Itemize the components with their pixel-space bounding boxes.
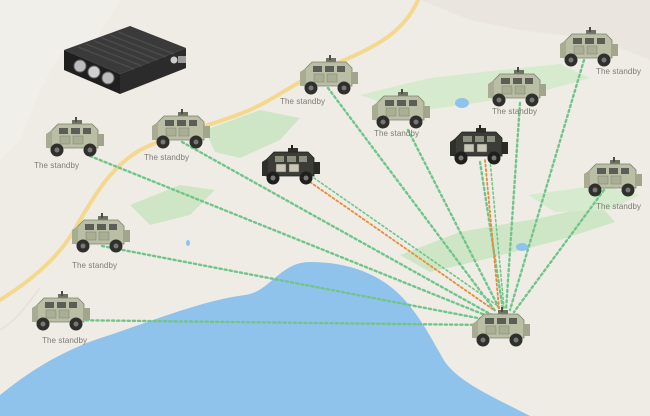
link-line [512, 188, 606, 314]
standby-label: The standby [34, 161, 80, 170]
lake [186, 240, 190, 246]
link-line [489, 159, 505, 309]
armored-vehicle-icon[interactable] [484, 66, 550, 110]
armored-vehicle-icon[interactable] [580, 156, 646, 200]
armored-vehicle-icon[interactable] [42, 116, 108, 160]
vegetation-area [528, 185, 640, 212]
standby-label: The standby [280, 97, 326, 106]
vegetation-area [205, 110, 300, 158]
link-line [504, 101, 522, 312]
link-line [313, 177, 499, 307]
active-link-lines [309, 159, 500, 311]
active-link-lines-pair [313, 159, 505, 309]
lake [516, 243, 528, 251]
link-line [326, 86, 498, 314]
land-patch [0, 0, 120, 160]
standby-label: The standby [596, 202, 642, 211]
vegetation-area [130, 185, 215, 225]
armored-vehicle-icon[interactable] [148, 108, 214, 152]
armored-vehicle-icon[interactable] [68, 212, 134, 256]
armored-vehicle-icon[interactable] [296, 54, 362, 98]
armored-vehicle-icon[interactable] [556, 26, 622, 70]
armored-vehicle-icon-active[interactable] [446, 124, 512, 168]
link-line [100, 244, 490, 322]
link-line [508, 58, 586, 312]
active-link-line [309, 181, 495, 311]
lake [455, 98, 469, 108]
land-patch [420, 0, 650, 60]
link-line [88, 154, 492, 319]
link-lines [58, 58, 606, 327]
link-line [180, 140, 494, 317]
link-line [478, 160, 505, 312]
armored-vehicle-icon-base[interactable] [468, 306, 534, 350]
mobile-dvr-device-icon [58, 20, 188, 96]
active-link-line [484, 159, 500, 309]
armored-vehicle-icon[interactable] [368, 88, 434, 132]
link-line [58, 318, 488, 327]
sea [0, 262, 530, 416]
standby-label: The standby [492, 107, 538, 116]
standby-label: The standby [42, 336, 88, 345]
armored-vehicle-icon-active[interactable] [258, 144, 324, 188]
minor-road [0, 287, 41, 331]
link-line [406, 128, 502, 312]
armored-vehicle-icon[interactable] [28, 290, 94, 334]
standby-label: The standby [596, 67, 642, 76]
standby-label: The standby [72, 261, 118, 270]
standby-label: The standby [374, 129, 420, 138]
standby-label: The standby [144, 153, 190, 162]
